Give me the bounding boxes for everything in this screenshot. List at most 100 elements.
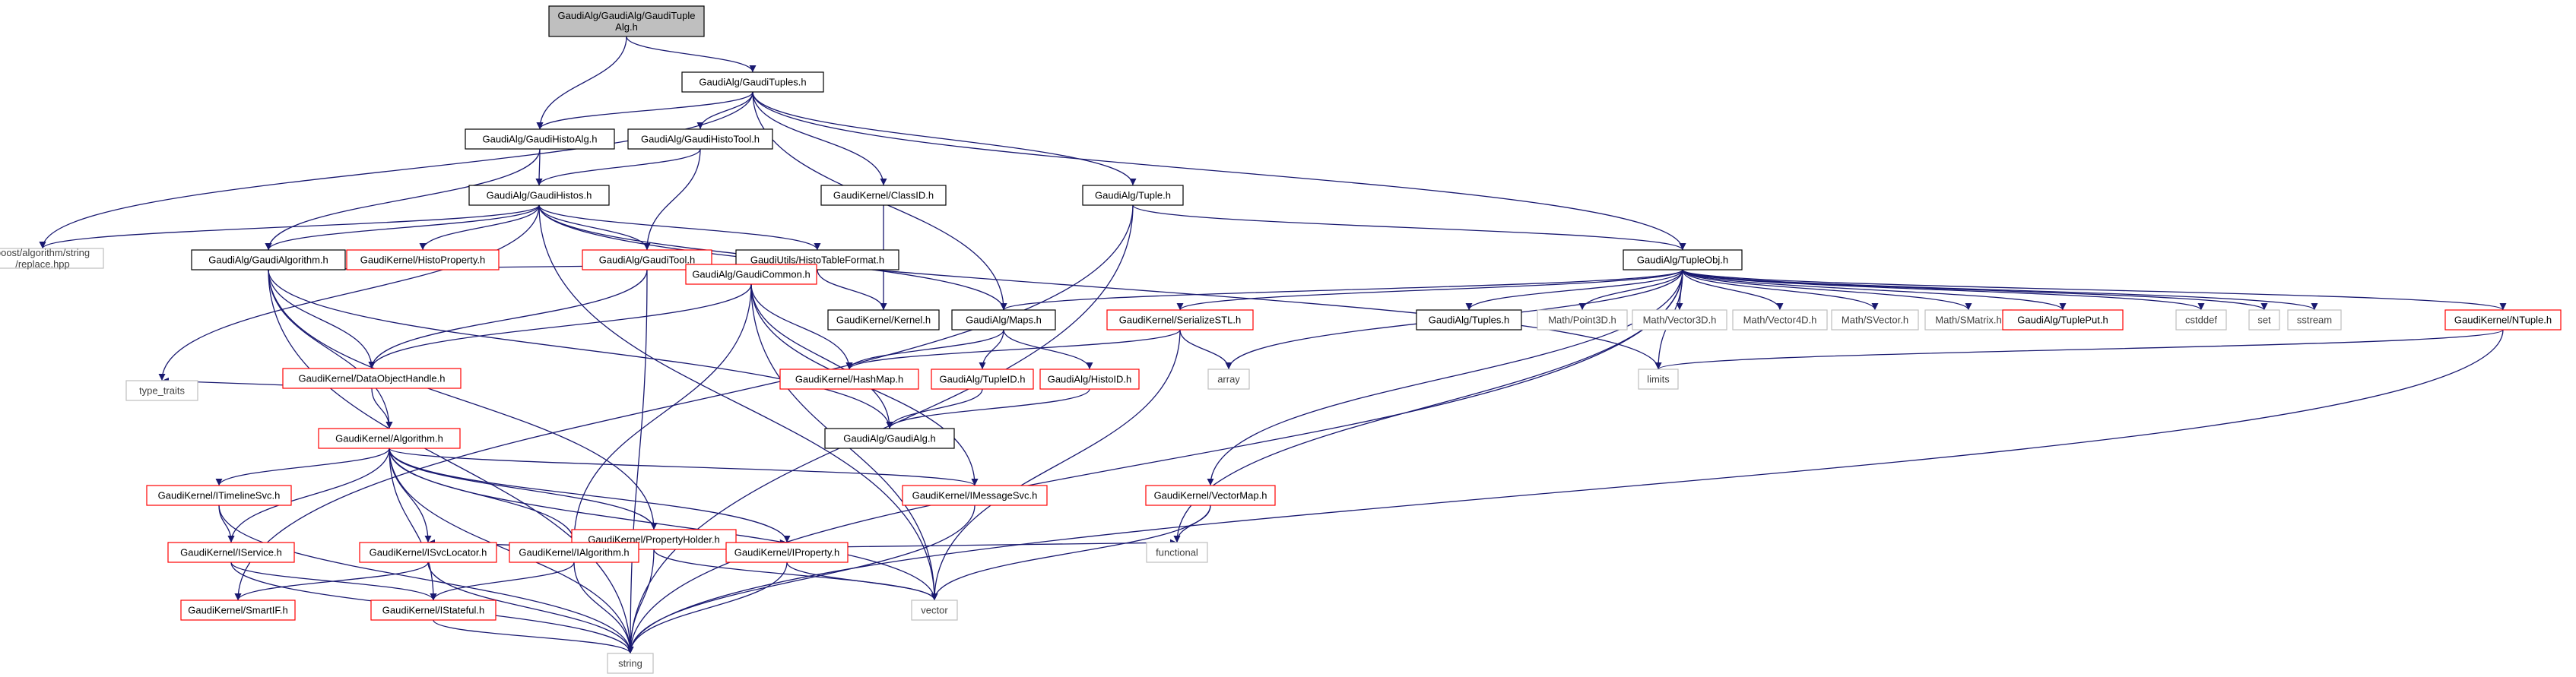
- node-box: [1924, 309, 2013, 331]
- edge-dataobj-to-algorithmh: [371, 388, 393, 429]
- node-kernel[interactable]: GaudiKernel/Kernel.h: [827, 309, 940, 331]
- edge-histoid-to-gaudialg: [886, 388, 1090, 429]
- node-label: boost/algorithm/string: [0, 247, 90, 258]
- node-label: GaudiKernel/IAlgorithm.h: [519, 547, 629, 558]
- node-galgorithm[interactable]: GaudiAlg/GaudiAlgorithm.h: [191, 249, 346, 270]
- node-box: [571, 529, 737, 550]
- node-ialgorithm[interactable]: GaudiKernel/IAlgorithm.h: [509, 542, 639, 563]
- node-isvcloc[interactable]: GaudiKernel/ISvcLocator.h: [359, 542, 497, 563]
- node-label: GaudiAlg/GaudiHistos.h: [487, 190, 592, 201]
- node-iproperty[interactable]: GaudiKernel/IProperty.h: [725, 542, 849, 563]
- node-maps[interactable]: GaudiAlg/Maps.h: [951, 309, 1056, 331]
- edge-histotool-to-histos: [535, 148, 701, 186]
- edge-histos-to-boost: [39, 204, 540, 249]
- node-smartif[interactable]: GaudiKernel/SmartIF.h: [180, 599, 296, 621]
- node-histoprop[interactable]: GaudiKernel/HistoProperty.h: [346, 249, 500, 270]
- edge-serialize-to-hashmap: [845, 329, 1181, 370]
- node-box: [1146, 542, 1208, 563]
- edge-histotool-to-gtool: [643, 148, 701, 251]
- node-label: GaudiAlg/GaudiHistoTool.h: [641, 134, 760, 145]
- edge-gcommon-to-hashmap: [750, 283, 853, 370]
- dependency-edges: [39, 36, 2507, 654]
- node-vector: vector: [911, 599, 958, 621]
- node-box: [681, 71, 824, 93]
- node-gtool[interactable]: GaudiAlg/GaudiTool.h: [582, 249, 712, 270]
- node-label: GaudiAlg/GaudiHistoAlg.h: [482, 134, 597, 145]
- node-tupleobj[interactable]: GaudiAlg/TupleObj.h: [1623, 249, 1743, 270]
- node-box: [2287, 309, 2342, 331]
- node-boost: boost/algorithm/string/replace.hpp: [0, 247, 104, 270]
- node-box: [931, 369, 1034, 390]
- node-box: [1537, 309, 1628, 331]
- node-dataobj[interactable]: GaudiKernel/DataObjectHandle.h: [282, 368, 462, 389]
- node-imsgsvc[interactable]: GaudiKernel/IMessageSvc.h: [902, 485, 1048, 506]
- node-ntuple[interactable]: GaudiKernel/NTuple.h: [2444, 309, 2562, 331]
- node-string: string: [607, 653, 654, 674]
- node-tupleput[interactable]: GaudiAlg/TuplePut.h: [2002, 309, 2124, 331]
- edge-tupleobj-to-cstddef: [1682, 269, 2205, 311]
- node-box: [548, 5, 705, 37]
- node-label: sstream: [2297, 315, 2332, 326]
- node-box: [318, 428, 461, 449]
- node-smatrix: Math/SMatrix.h: [1924, 309, 2013, 331]
- node-label: GaudiKernel/IStateful.h: [382, 605, 484, 616]
- node-box: [180, 599, 296, 621]
- node-label: GaudiKernel/IService.h: [180, 547, 282, 558]
- node-box: [370, 599, 496, 621]
- node-box: [627, 128, 773, 150]
- node-histoid[interactable]: GaudiAlg/HistoID.h: [1039, 369, 1140, 390]
- edge-root-to-histoalg: [536, 36, 627, 130]
- node-label: GaudiKernel/IProperty.h: [734, 547, 840, 558]
- node-itimeline[interactable]: GaudiKernel/ITimelineSvc.h: [146, 485, 292, 506]
- edge-algorithmh-to-iproperty: [389, 448, 791, 543]
- edge-algorithmh-to-imsgsvc: [389, 448, 979, 486]
- node-label: Math/SVector.h: [1842, 315, 1908, 326]
- node-classid[interactable]: GaudiKernel/ClassID.h: [820, 185, 947, 206]
- edge-gtuples-to-classid: [752, 91, 887, 186]
- edge-tupleobj-to-ntuple: [1682, 269, 2507, 311]
- node-gaudialg[interactable]: GaudiAlg/GaudiAlg.h: [824, 428, 955, 449]
- node-tuplesh[interactable]: GaudiAlg/Tuples.h: [1416, 309, 1522, 331]
- edge-iproperty-to-string: [627, 562, 788, 654]
- node-label: GaudiKernel/Kernel.h: [836, 315, 931, 326]
- node-sstream: sstream: [2287, 309, 2342, 331]
- node-hashmap[interactable]: GaudiKernel/HashMap.h: [779, 369, 919, 390]
- node-istateful[interactable]: GaudiKernel/IStateful.h: [370, 599, 496, 621]
- edge-gtuples-to-tupleh: [752, 91, 1137, 186]
- node-label: set: [2257, 315, 2271, 326]
- node-tupleid[interactable]: GaudiAlg/TupleID.h: [931, 369, 1034, 390]
- node-label: array: [1217, 374, 1240, 385]
- node-gtuples[interactable]: GaudiAlg/GaudiTuples.h: [681, 71, 824, 93]
- node-serialize[interactable]: GaudiKernel/SerializeSTL.h: [1106, 309, 1254, 331]
- node-histos[interactable]: GaudiAlg/GaudiHistos.h: [468, 185, 610, 206]
- node-box: [167, 542, 295, 563]
- node-label: GaudiKernel/ITimelineSvc.h: [158, 490, 281, 501]
- node-vectormap[interactable]: GaudiKernel/VectorMap.h: [1145, 485, 1276, 506]
- node-label: GaudiAlg/GaudiAlg.h: [843, 433, 935, 444]
- edge-histos-to-typetraits: [158, 204, 540, 381]
- node-gcommon[interactable]: GaudiAlg/GaudiCommon.h: [685, 264, 817, 285]
- node-tupleh[interactable]: GaudiAlg/Tuple.h: [1082, 185, 1184, 206]
- node-box: [146, 485, 292, 506]
- node-box: [509, 542, 639, 563]
- edge-maps-to-tupleid: [979, 329, 1004, 370]
- node-iservice[interactable]: GaudiKernel/IService.h: [167, 542, 295, 563]
- edge-maps-to-histoid: [1003, 329, 1093, 370]
- node-box: [1623, 249, 1743, 270]
- edge-serialize-to-array: [1179, 329, 1232, 370]
- edge-histos-to-histoprop: [419, 204, 540, 251]
- node-box: [191, 249, 346, 270]
- edge-tupleobj-to-smatrix: [1682, 269, 1972, 311]
- node-label: GaudiKernel/ClassID.h: [833, 190, 934, 201]
- edge-histos-to-galgorithm: [265, 204, 540, 251]
- node-label: GaudiAlg/Tuple.h: [1095, 190, 1171, 201]
- edge-galgorithm-to-string: [268, 269, 634, 654]
- node-algorithmh[interactable]: GaudiKernel/Algorithm.h: [318, 428, 461, 449]
- node-histotool[interactable]: GaudiAlg/GaudiHistoTool.h: [627, 128, 773, 150]
- node-histoalg[interactable]: GaudiAlg/GaudiHistoAlg.h: [465, 128, 615, 150]
- node-label: GaudiAlg/GaudiTool.h: [599, 255, 695, 266]
- node-box: [725, 542, 849, 563]
- node-box: [827, 309, 940, 331]
